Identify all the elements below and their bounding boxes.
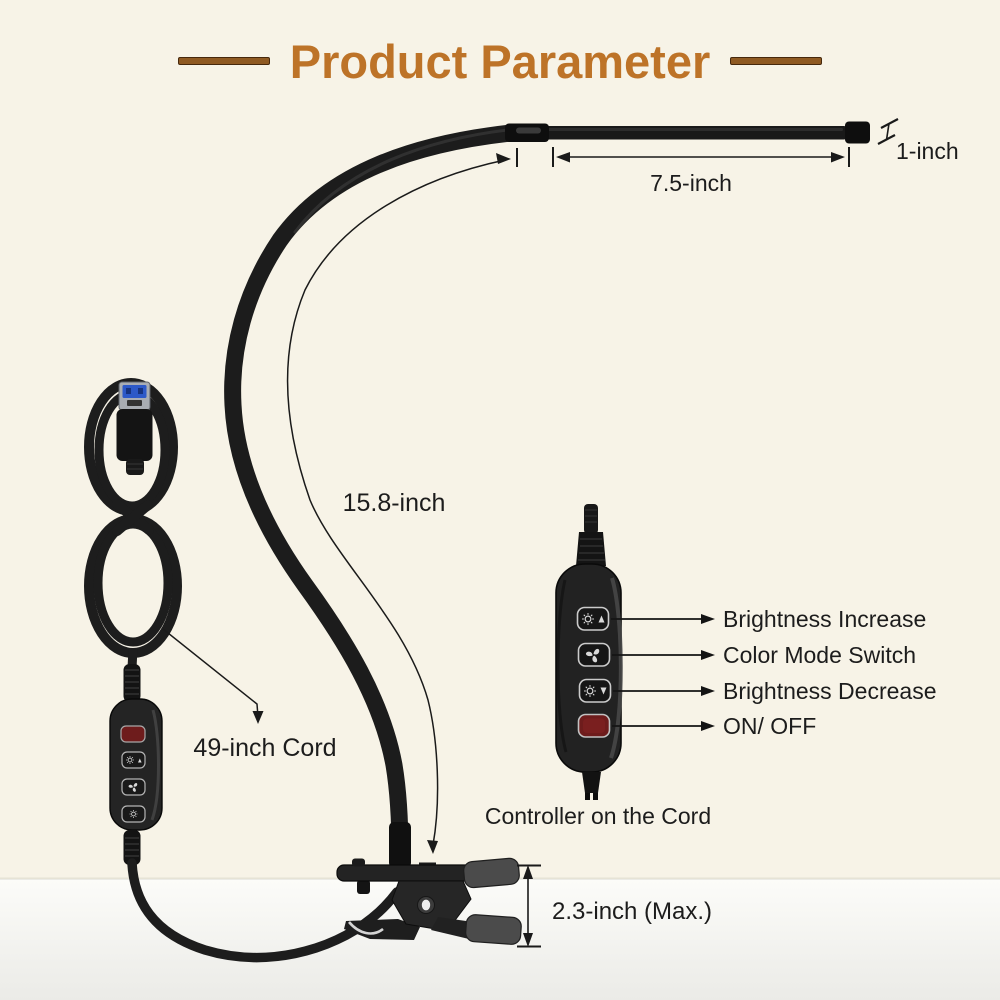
clamp-lower-arm xyxy=(431,917,473,939)
on-off-label: ON/ OFF xyxy=(723,713,817,739)
head-thickness-label: 1-inch xyxy=(896,138,959,164)
controller-label-arrows xyxy=(611,614,715,731)
cord-length-leader xyxy=(162,628,264,724)
lamp-head-bar xyxy=(505,121,870,144)
brightness-decrease-icon xyxy=(578,678,612,703)
clamp-upper-pad xyxy=(463,857,520,889)
inline-brightness-increase-icon xyxy=(121,751,146,769)
cord-length-label: 49-inch Cord xyxy=(193,734,337,762)
clamp xyxy=(336,857,522,945)
head-length-label: 7.5-inch xyxy=(650,170,732,196)
usb-plug-icon xyxy=(116,381,153,475)
power-icon xyxy=(577,713,611,738)
gooseneck-collar xyxy=(389,822,411,868)
title-dash-left xyxy=(177,57,270,65)
head-length-dimension xyxy=(552,147,850,167)
title-dash-right xyxy=(730,57,823,65)
gooseneck-length-label: 15.8-inch xyxy=(342,489,446,517)
clamp-opening-label: 2.3-inch (Max.) xyxy=(552,898,713,925)
brightness-increase-icon xyxy=(576,606,610,631)
brightness-increase-label: Brightness Increase xyxy=(723,606,927,632)
cord-to-clamp xyxy=(127,858,402,963)
inline-color-mode-icon xyxy=(121,778,146,796)
gooseneck xyxy=(224,124,520,868)
inline-controller xyxy=(109,664,163,865)
head-thickness-gauge xyxy=(877,118,899,145)
cord-connector xyxy=(357,880,370,894)
cord-controller-body xyxy=(555,563,622,773)
clamp-opening-dimension xyxy=(517,864,541,948)
page-title: Product Parameter xyxy=(289,34,711,88)
color-mode-switch-label: Color Mode Switch xyxy=(723,642,917,668)
inline-brightness-decrease-icon xyxy=(121,805,146,823)
cord-controller xyxy=(555,504,623,800)
color-mode-icon xyxy=(577,642,611,667)
title-row: Product Parameter xyxy=(0,32,1000,90)
clamp-spring xyxy=(348,921,384,935)
inline-power-icon xyxy=(120,725,146,743)
gooseneck-dimension xyxy=(286,148,518,865)
head-end-cap xyxy=(845,121,870,144)
clamp-lower-pad xyxy=(465,914,522,945)
brightness-decrease-label: Brightness Decrease xyxy=(723,678,937,704)
controller-caption: Controller on the Cord xyxy=(484,803,712,829)
